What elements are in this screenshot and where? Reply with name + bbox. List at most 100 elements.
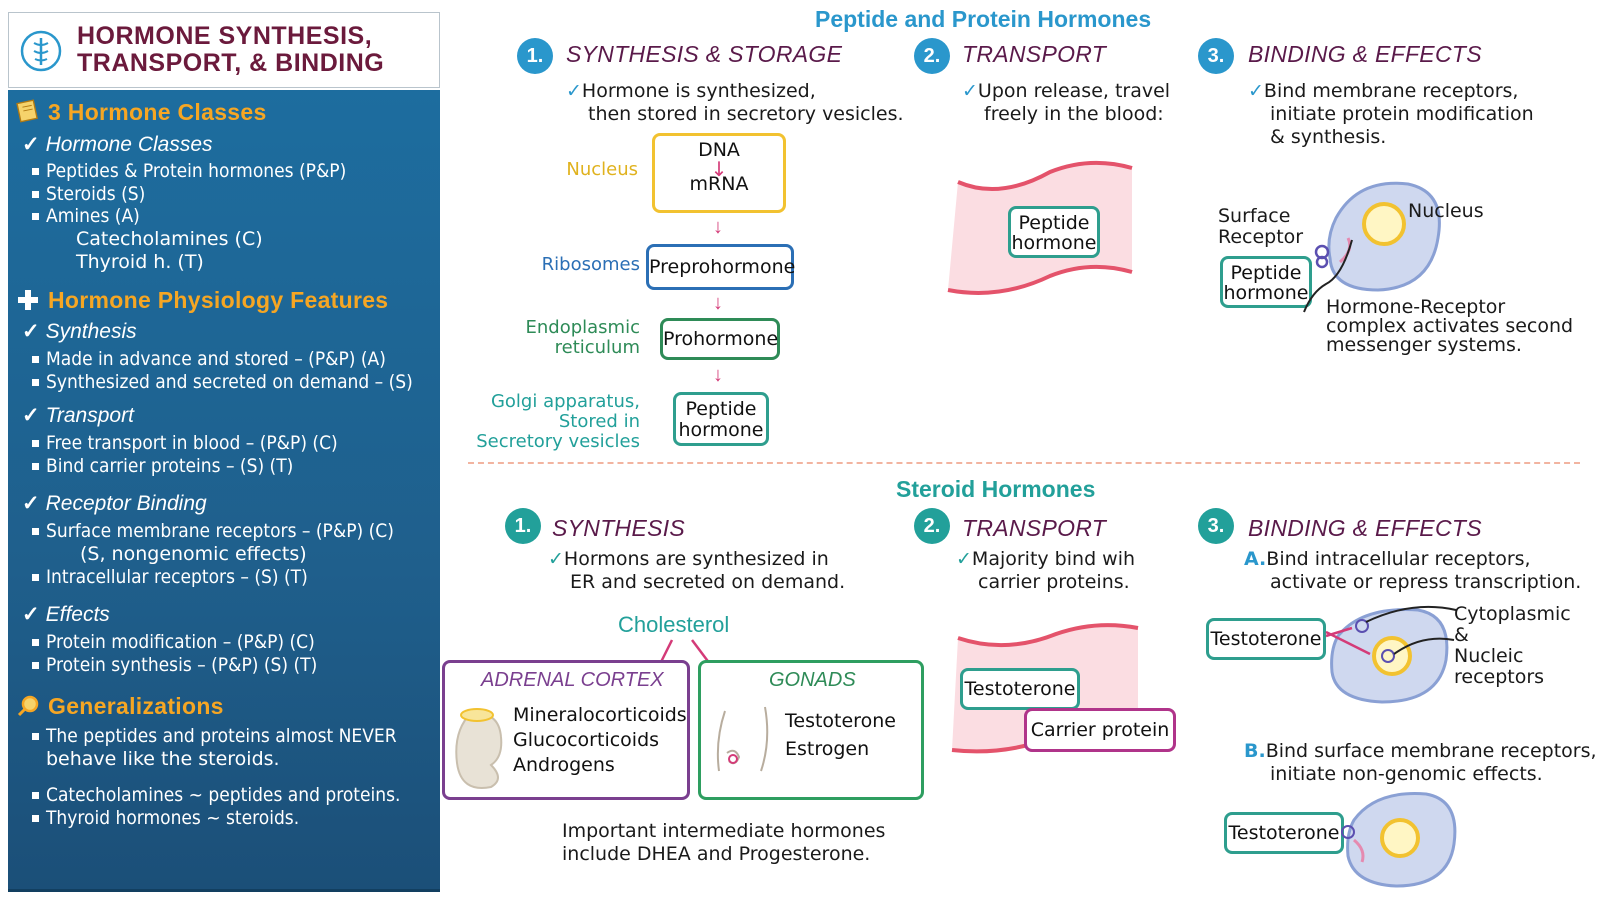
synthesis-subheading: ✓Synthesis [22, 319, 137, 344]
peptide-step1-note: ✓Hormone is synthesized, then stored in … [566, 80, 904, 126]
section-divider [468, 462, 1580, 464]
check-icon: ✓ [566, 80, 582, 102]
binding-a-note: A.Bind intracellular receptors, activate… [1244, 548, 1581, 594]
golgi-label-line2: Stored in [558, 411, 640, 432]
binding-b-letter: B. [1244, 740, 1266, 762]
check-icon: ✓ [548, 548, 564, 570]
steroid-step2-note: ✓Majority bind wih carrier proteins. [956, 548, 1135, 594]
er-label: Endoplasmic reticulum [508, 317, 641, 358]
peptide-step3-note: ✓Bind membrane receptors, initiate prote… [1248, 80, 1534, 149]
intermediate-note: Important intermediate hormones include … [562, 820, 885, 866]
binding-item-1-sub: (S, nongenomic effects) [80, 543, 307, 565]
check-icon: ✓ [22, 320, 40, 343]
steroid-step2-note-line1: Majority bind wih [971, 548, 1136, 570]
effects-subheading: ✓Effects [22, 602, 110, 627]
effects-item-2: Protein synthesis – (P&P) (S) (T) [31, 654, 318, 676]
steroid-step1-note-line2: ER and secreted on demand. [570, 571, 846, 593]
binding-b-line1: Bind surface membrane receptors, [1265, 740, 1597, 762]
peptide-step1-number: 1. [517, 38, 553, 74]
receptors-line1: Cytoplasmic [1454, 603, 1571, 625]
transport-testo-box: Testoterone [960, 668, 1080, 710]
binding-b-note: B.Bind surface membrane receptors, initi… [1244, 740, 1597, 786]
cell-intracellular-binding [1325, 605, 1457, 704]
steroid-step1-note-line1: Hormons are synthesized in [563, 548, 829, 570]
pointer-line [1303, 239, 1353, 313]
peptide-step3-note-line2: initiate protein modification [1270, 103, 1534, 125]
peptide-step2-note-line2: freely in the blood: [984, 103, 1164, 125]
golgi-label-line3: Secretory vesicles [476, 431, 640, 452]
adrenal-items: Mineralocorticoids Glucocorticoids Andro… [513, 703, 687, 778]
binding-peptide-line1: Peptide [1230, 262, 1302, 284]
binding-a-testo-box: Testoterone [1206, 618, 1326, 660]
complex-line3: messenger systems. [1326, 334, 1522, 356]
binding-item-1: Surface membrane receptors – (P&P) (C) [32, 520, 394, 542]
binding-item-2: Intracellular receptors – (S) (T) [32, 566, 308, 588]
peptide-step1-title: SYNTHESIS & STORAGE [566, 41, 843, 67]
gonads-icon [716, 706, 769, 772]
prohormone-box: Prohormone [660, 318, 780, 360]
nucleus-pointer-label: Nucleus [1408, 200, 1484, 222]
generalizations-heading: Generalizations [48, 693, 224, 719]
steroid-header: Steroid Hormones [896, 476, 1096, 502]
cell-surface-binding [1341, 792, 1457, 888]
peptide-step3-number: 3. [1198, 38, 1234, 74]
title-line-2: TRANSPORT, & BINDING [77, 49, 385, 77]
receptors-line4: receptors [1454, 666, 1545, 688]
peptide-step3-title: BINDING & EFFECTS [1248, 41, 1482, 67]
arrow-down-icon: ↓ [713, 364, 723, 386]
check-icon: ✓ [962, 80, 978, 102]
surface-receptor-line1: Surface [1218, 205, 1291, 227]
caduceus-icon [20, 30, 62, 72]
check-icon: ✓ [22, 133, 40, 156]
steroid-step1-title: SYNTHESIS [552, 515, 686, 541]
steroid-step1-note: ✓Hormons are synthesized in ER and secre… [548, 548, 845, 594]
intermediate-line1: Important intermediate hormones [562, 820, 886, 842]
er-label-line1: Endoplasmic [525, 317, 641, 338]
adrenal-item-3: Androgens [513, 754, 615, 776]
steroid-step3-title: BINDING & EFFECTS [1248, 515, 1482, 541]
effects-item-1: Protein modification – (P&P) (C) [32, 631, 315, 653]
carrier-protein-box: Carrier protein [1024, 708, 1176, 752]
binding-b-line2: initiate non-genomic effects. [1270, 763, 1543, 785]
check-icon: ✓ [22, 492, 40, 515]
transport-peptide-box: Peptide hormone [1008, 206, 1100, 258]
gonads-title: GONADS [769, 669, 856, 691]
binding-b-testo-box: Testoterone [1224, 812, 1344, 854]
check-icon: ✓ [956, 548, 972, 570]
peptide-hormone-line1: Peptide [685, 398, 757, 420]
steroid-step3-number: 3. [1198, 508, 1234, 544]
ribosomes-label: Ribosomes [541, 254, 640, 275]
class-item-peptides: Peptides & Protein hormones (P&P) [31, 160, 347, 182]
synthesis-item-2: Synthesized and secreted on demand – (S) [32, 371, 413, 393]
generalization-item-1-line2: behave like the steroids. [46, 748, 280, 770]
check-icon: ✓ [22, 404, 40, 427]
transport-subheading: ✓Transport [22, 403, 134, 428]
amine-item-catecholamines: Catecholamines (C) [76, 228, 263, 250]
adrenal-item-2: Glucocorticoids [513, 729, 660, 751]
preprohormone-box: Preprohormone [646, 244, 795, 290]
nucleus-label: Nucleus [566, 159, 638, 180]
class-item-amines: Amines (A) [32, 205, 140, 227]
arrow-down-icon: ↓ [713, 292, 723, 314]
classes-subheading-label: Hormone Classes [45, 133, 213, 156]
title-box: HORMONE SYNTHESIS, TRANSPORT, & BINDING [8, 12, 440, 88]
check-icon: ✓ [22, 603, 40, 626]
synthesis-item-1: Made in advance and stored – (P&P) (A) [32, 348, 386, 370]
page-title: HORMONE SYNTHESIS, TRANSPORT, & BINDING [77, 23, 384, 77]
binding-a-letter: A. [1244, 548, 1267, 570]
class-item-steroids: Steroids (S) [31, 183, 146, 205]
transport-peptide-line2: hormone [1011, 232, 1097, 254]
receptors-line2: & [1454, 624, 1469, 646]
er-label-line2: reticulum [554, 337, 640, 358]
arrow-down-icon: ↓ [710, 157, 728, 181]
steroid-step2-number: 2. [914, 508, 950, 544]
surface-receptor-line2: Receptor [1218, 226, 1304, 248]
steroid-step2-title: TRANSPORT [962, 515, 1107, 541]
surface-receptor-icon [1314, 244, 1330, 269]
notepad-icon [16, 99, 38, 123]
amine-item-thyroid: Thyroid h. (T) [76, 251, 204, 273]
transport-item-1: Free transport in blood – (P&P) (C) [32, 432, 338, 454]
adrenal-kidney-icon [455, 708, 503, 789]
adrenal-item-1: Mineralocorticoids [513, 704, 687, 726]
plus-icon [18, 290, 38, 310]
